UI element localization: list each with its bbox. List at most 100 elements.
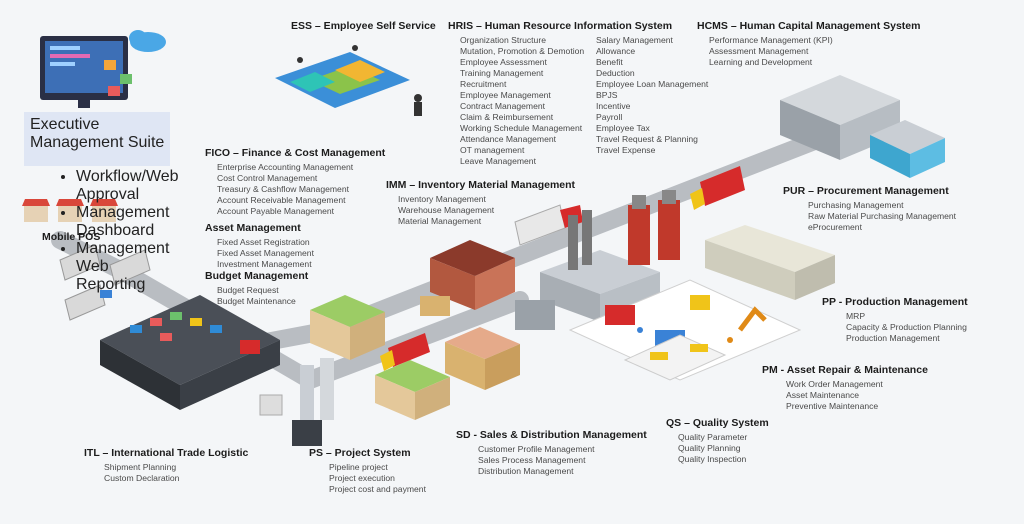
ems-list: Workflow/Web Approval Management Dashboa… bbox=[36, 168, 179, 294]
hris-module: HRIS – Human Resource Information System… bbox=[448, 20, 708, 167]
budget-list: Budget Request Budget Maintenance bbox=[217, 285, 308, 307]
list-item: Training Management bbox=[460, 68, 544, 78]
silo-icon bbox=[259, 358, 334, 446]
list-item: Salary Management bbox=[596, 35, 673, 45]
list-item: Cost Control Management bbox=[217, 173, 318, 183]
list-item: Shipment Planning bbox=[104, 462, 177, 472]
ps-title: PS – Project System bbox=[309, 447, 411, 459]
list-item: Organization Structure bbox=[460, 35, 546, 45]
ems-panel: Executive Management Suite Workflow/Web … bbox=[24, 112, 179, 293]
list-item: Treasury & Cashflow Management bbox=[217, 184, 349, 194]
list-item: Account Receivable Management bbox=[217, 195, 346, 205]
list-item: Incentive bbox=[596, 101, 631, 111]
list-item: Travel Request & Planning bbox=[596, 134, 698, 144]
itl-module: ITL – International Trade Logistic Shipm… bbox=[84, 447, 248, 484]
hcms-list: Performance Management (KPI) Assessment … bbox=[709, 35, 920, 68]
list-item: Project cost and payment bbox=[329, 484, 426, 494]
list-item: Management Web Reporting bbox=[76, 240, 170, 294]
hangar-icon bbox=[705, 225, 835, 300]
list-item: Working Schedule Management bbox=[460, 123, 583, 133]
asset-module: Asset Management Fixed Asset Registratio… bbox=[205, 222, 314, 270]
list-item: Claim & Reimbursement bbox=[460, 112, 554, 122]
imm-title: IMM – Inventory Material Management bbox=[386, 179, 576, 191]
list-item: Benefit bbox=[596, 57, 623, 67]
asset-list: Fixed Asset Registration Fixed Asset Man… bbox=[217, 237, 314, 270]
port-ship-icon bbox=[100, 295, 280, 410]
hris-title: HRIS – Human Resource Information System bbox=[448, 20, 673, 32]
list-item: Capacity & Production Planning bbox=[846, 322, 967, 332]
fico-list: Enterprise Accounting Management Cost Co… bbox=[217, 162, 385, 217]
list-item: Employee Assessment bbox=[460, 57, 547, 67]
pp-title: PP - Production Management bbox=[822, 296, 968, 308]
sd-module: SD - Sales & Distribution Management Cus… bbox=[456, 429, 647, 477]
list-item: Preventive Maintenance bbox=[786, 401, 879, 411]
list-item: Sales Process Management bbox=[478, 455, 586, 465]
list-item: Leave Management bbox=[460, 156, 536, 166]
list-item: Raw Material Purchasing Management bbox=[808, 211, 957, 221]
list-item: Work Order Management bbox=[786, 379, 883, 389]
warehouse-icon bbox=[780, 75, 945, 178]
list-item: Custom Declaration bbox=[104, 473, 180, 483]
ps-module: PS – Project System Pipeline project Pro… bbox=[309, 447, 426, 495]
qs-module: QS – Quality System Quality Parameter Qu… bbox=[666, 417, 769, 465]
qs-title: QS – Quality System bbox=[666, 417, 769, 429]
list-item: Fixed Asset Registration bbox=[217, 237, 310, 247]
list-item: OT management bbox=[460, 145, 525, 155]
pp-module: PP - Production Management MRP Capacity … bbox=[822, 296, 968, 344]
list-item: Budget Request bbox=[217, 285, 279, 295]
list-item: Customer Profile Management bbox=[478, 444, 595, 454]
list-item: Assessment Management bbox=[709, 46, 809, 56]
truck-icon bbox=[690, 166, 745, 210]
list-item: Pipeline project bbox=[329, 462, 388, 472]
ess-title: ESS – Employee Self Service bbox=[291, 20, 436, 32]
list-item: Distribution Management bbox=[478, 466, 574, 476]
hris-list-left: Organization Structure Mutation, Promoti… bbox=[460, 35, 596, 167]
itl-title: ITL – International Trade Logistic bbox=[84, 447, 249, 459]
pm-module: PM - Asset Repair & Maintenance Work Ord… bbox=[762, 364, 928, 412]
pur-list: Purchasing Management Raw Material Purch… bbox=[808, 200, 956, 233]
list-item: Production Management bbox=[846, 333, 940, 343]
list-item: Fixed Asset Management bbox=[217, 248, 314, 258]
list-item: Management Dashboard bbox=[76, 204, 170, 240]
hris-list-right: Salary Management Allowance Benefit Dedu… bbox=[596, 35, 708, 167]
fico-module: FICO – Finance & Cost Management Enterpr… bbox=[205, 147, 385, 217]
hcms-title: HCMS – Human Capital Management System bbox=[697, 20, 921, 32]
list-item: Quality Parameter bbox=[678, 432, 748, 442]
mobile-pos-title: Mobile POS bbox=[42, 231, 101, 243]
sd-list: Customer Profile Management Sales Proces… bbox=[478, 444, 647, 477]
list-item: Quality Inspection bbox=[678, 454, 747, 464]
fico-title: FICO – Finance & Cost Management bbox=[205, 147, 386, 159]
puzzle-team-icon bbox=[275, 45, 422, 116]
sd-title: SD - Sales & Distribution Management bbox=[456, 429, 647, 441]
pm-list: Work Order Management Asset Maintenance … bbox=[786, 379, 928, 412]
pur-title: PUR – Procurement Management bbox=[783, 185, 949, 197]
list-item: Project execution bbox=[329, 473, 395, 483]
list-item: MRP bbox=[846, 311, 866, 321]
list-item: Warehouse Management bbox=[398, 205, 495, 215]
list-item: Learning and Development bbox=[709, 57, 813, 67]
list-item: Employee Management bbox=[460, 90, 551, 100]
asset-title: Asset Management bbox=[205, 222, 301, 234]
list-item: Recruitment bbox=[460, 79, 507, 89]
list-item: eProcurement bbox=[808, 222, 862, 232]
list-item: Mutation, Promotion & Demotion bbox=[460, 46, 585, 56]
shop-icons bbox=[22, 199, 118, 222]
list-item: Contract Management bbox=[460, 101, 546, 111]
list-item: BPJS bbox=[596, 90, 618, 100]
imm-list: Inventory Management Warehouse Managemen… bbox=[398, 194, 575, 227]
list-item: Attendance Management bbox=[460, 134, 557, 144]
list-item: Enterprise Accounting Management bbox=[217, 162, 354, 172]
list-item: Performance Management (KPI) bbox=[709, 35, 833, 45]
pur-module: PUR – Procurement Management Purchasing … bbox=[783, 185, 956, 233]
budget-title: Budget Management bbox=[205, 270, 309, 282]
list-item: Employee Tax bbox=[596, 123, 650, 133]
computer-cloud-icon bbox=[40, 30, 166, 108]
list-item: Allowance bbox=[596, 46, 636, 56]
hcms-module: HCMS – Human Capital Management System P… bbox=[697, 20, 920, 68]
list-item: Deduction bbox=[596, 68, 635, 78]
list-item: Quality Planning bbox=[678, 443, 741, 453]
ess-module: ESS – Employee Self Service bbox=[291, 20, 436, 33]
mobile-pos-module: Mobile POS bbox=[42, 231, 100, 244]
itl-list: Shipment Planning Custom Declaration bbox=[104, 462, 248, 484]
